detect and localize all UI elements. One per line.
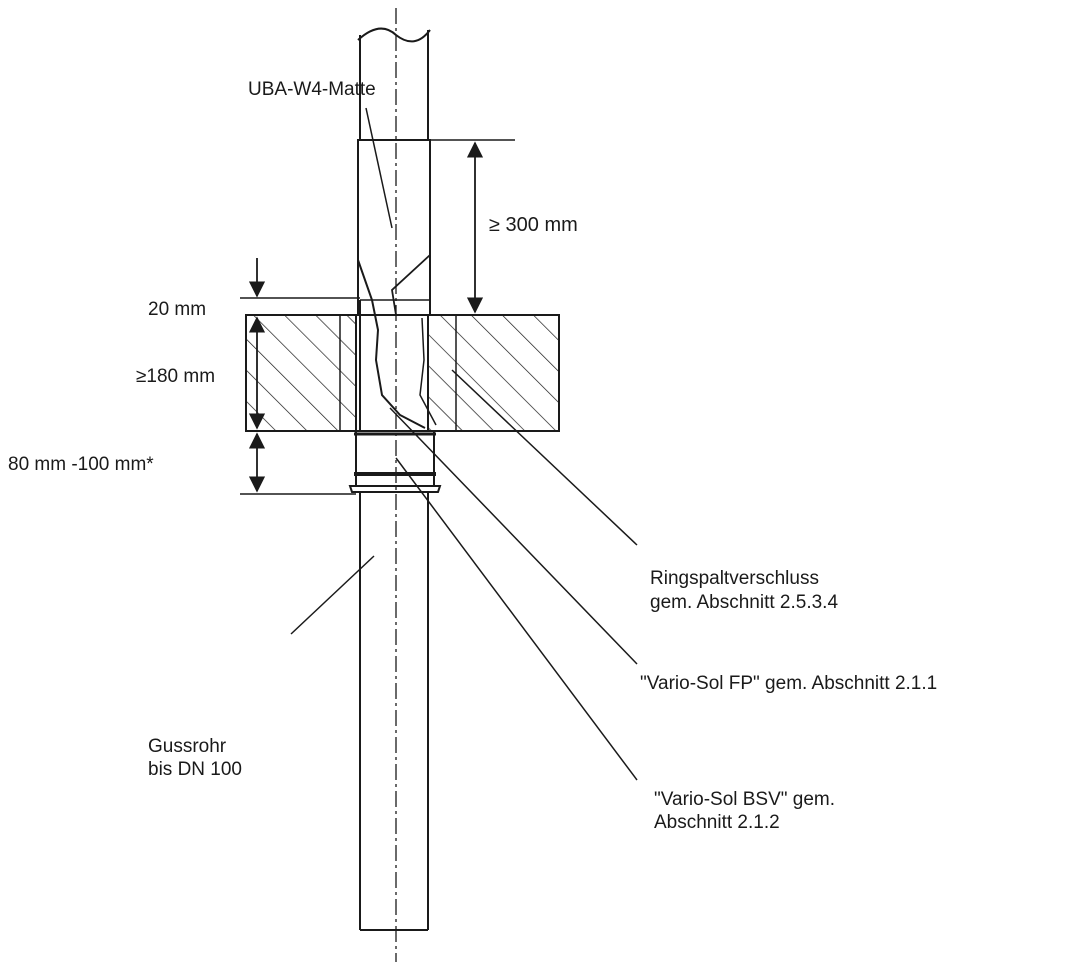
- leader-ringspalt: [451, 369, 638, 546]
- dimension-20: [240, 258, 360, 350]
- label-gussrohr-line2: bis DN 100: [148, 759, 242, 780]
- dimension-80-100: [240, 432, 356, 495]
- label-ringspalt-line1: Ringspaltverschluss: [650, 568, 819, 589]
- ceiling-slab: [245, 314, 560, 432]
- label-dim-180: ≥180 mm: [136, 366, 215, 387]
- leader-vario-fp: [389, 407, 638, 665]
- vario-sol-bsv-sleeve: [348, 430, 442, 493]
- label-dim-20: 20 mm: [148, 299, 206, 320]
- label-dim-80-100: 80 mm -100 mm*: [8, 454, 154, 475]
- label-ringspalt-line2: gem. Abschnitt 2.5.3.4: [650, 592, 838, 613]
- leader-vario-bsv: [395, 457, 638, 781]
- label-gussrohr-line1: Gussrohr: [148, 736, 227, 757]
- leader-uba-matte: [365, 107, 393, 229]
- uba-w4-mat: [357, 139, 431, 429]
- label-dim-300: ≥ 300 mm: [489, 214, 578, 236]
- label-vario-bsv-line1: "Vario-Sol BSV" gem.: [654, 789, 835, 810]
- label-vario-bsv-line2: Abschnitt 2.1.2: [654, 812, 780, 833]
- pipe-in-slab: [359, 300, 437, 431]
- label-uba-matte: UBA-W4-Matte: [248, 79, 376, 100]
- lower-pipe: [359, 492, 429, 931]
- leader-gussrohr: [290, 555, 375, 635]
- labels: UBA-W4-Matte ≥ 300 mm 20 mm ≥180 mm 80 m…: [8, 79, 937, 833]
- leader-lines: [290, 107, 638, 781]
- label-vario-fp: "Vario-Sol FP" gem. Abschnitt 2.1.1: [640, 673, 937, 694]
- dimension-300: [430, 139, 515, 314]
